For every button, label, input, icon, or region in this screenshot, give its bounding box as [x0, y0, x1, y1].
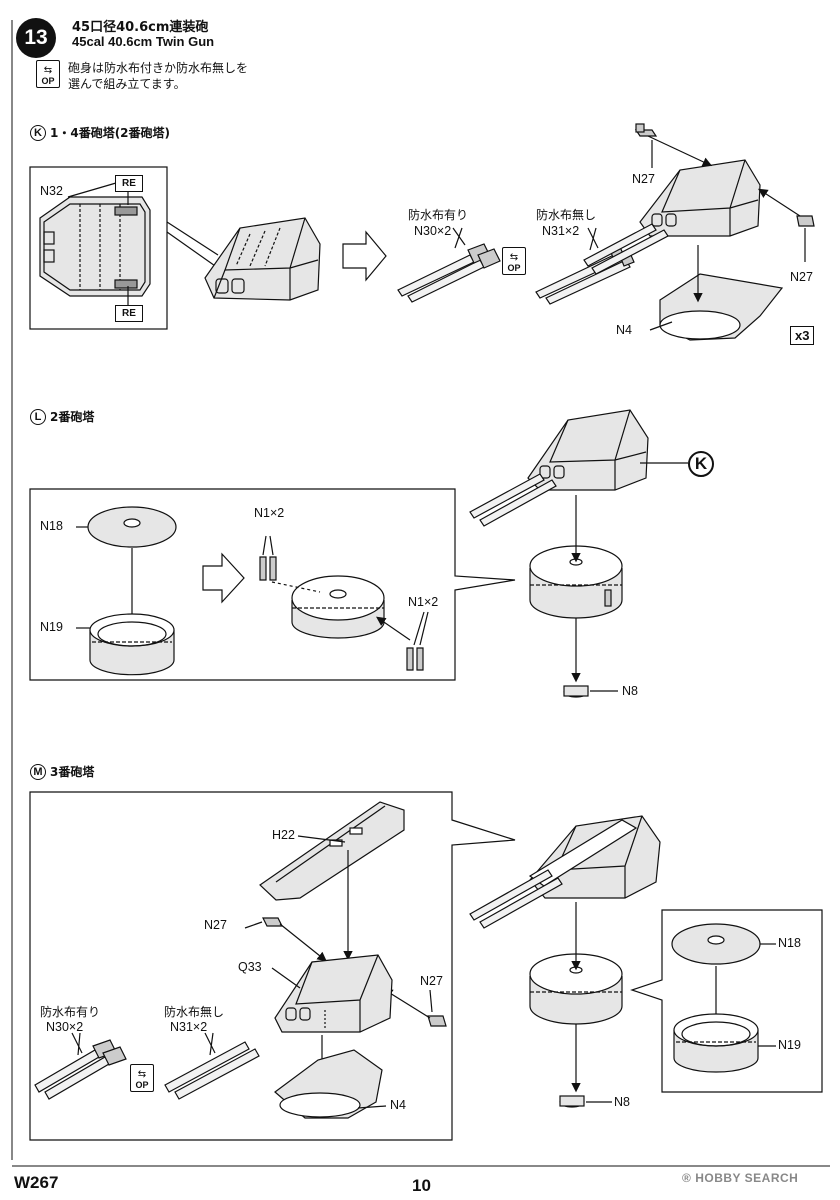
- label-m-n27-right: N27: [420, 974, 443, 988]
- q33-turret-shell-part: [274, 954, 393, 1033]
- re-badge-bottom: RE: [115, 305, 143, 322]
- label-n32: N32: [40, 184, 63, 198]
- m-right-barbette: [529, 953, 623, 1025]
- re-badge-top: RE: [115, 175, 143, 192]
- m-n19-ring: [673, 1013, 759, 1073]
- m-n30-barrels: [34, 1039, 127, 1100]
- step-number-badge: 13: [16, 18, 56, 58]
- n19-ring-part: [89, 613, 175, 676]
- h22-part: [259, 801, 405, 901]
- step-title-jp: 45口径40.6cm連装砲: [72, 20, 209, 35]
- option-icon: ⇆ OP: [36, 60, 60, 88]
- k-turret-shell-part: [204, 217, 321, 301]
- m-n27-top-part: [262, 917, 283, 927]
- section-l-heading: L 2番砲塔: [30, 408, 94, 425]
- label-m-n31: N31×2: [170, 1020, 208, 1034]
- label-m-n18: N18: [778, 936, 801, 950]
- watermark-logo: ® HOBBY SEARCH: [682, 1171, 799, 1185]
- m-detail-box: [29, 791, 516, 1141]
- label-k-n27-right: N27: [790, 270, 813, 284]
- label-m-n8: N8: [614, 1095, 630, 1109]
- swap-arrows-icon: ⇆: [137, 1069, 147, 1080]
- page-number: 10: [412, 1176, 431, 1195]
- assembly-note: 砲身は防水布付きか防水布無しを 選んで組み立てます。: [68, 61, 249, 91]
- m-n27-bottom-part: [427, 1015, 447, 1027]
- label-m-n30: N30×2: [46, 1020, 84, 1034]
- label-m-q33: Q33: [238, 960, 262, 974]
- label-n31: N31×2: [542, 224, 580, 238]
- n30-barrels-with-canvas: [397, 243, 501, 303]
- product-code: W267: [14, 1173, 59, 1192]
- n1-ladder-parts-bottom: [406, 611, 429, 671]
- n32-top-view-part: [39, 182, 151, 305]
- label-m-n19: N19: [778, 1038, 801, 1052]
- quantity-badge: x3: [790, 326, 815, 345]
- watermark-logo-icon: ®: [682, 1171, 692, 1185]
- k-assembled-turret: [583, 123, 815, 341]
- label-m-h22: H22: [272, 828, 295, 842]
- m-n31-barrels: [164, 1041, 260, 1100]
- k-detail-box: [29, 166, 168, 330]
- l-turret-top: [469, 409, 688, 527]
- label-l-n8: N8: [622, 684, 638, 698]
- label-m-cover-without: 防水布無し: [164, 1005, 225, 1019]
- l-detail-box: [29, 488, 516, 681]
- l-assembled-ring: [271, 575, 411, 641]
- label-cover-without: 防水布無し: [536, 208, 597, 222]
- l-right-barbette: [529, 545, 623, 619]
- label-k-n27-top: N27: [632, 172, 655, 186]
- m-n4-base-plate: [274, 1049, 383, 1119]
- m-turret-right: [469, 815, 661, 929]
- label-cover-with: 防水布有り: [408, 208, 469, 222]
- label-m-n4: N4: [390, 1098, 406, 1112]
- label-l-n1-top: N1×2: [254, 506, 285, 520]
- label-m-cover-with: 防水布有り: [40, 1005, 101, 1019]
- label-m-n27-left: N27: [204, 918, 227, 932]
- section-m-heading: M 3番砲塔: [30, 763, 94, 780]
- k-option-icon: ⇆ OP: [502, 247, 526, 275]
- step-title-en: 45cal 40.6cm Twin Gun: [72, 34, 215, 49]
- k-step-arrow: [342, 230, 387, 282]
- label-l-n19: N19: [40, 620, 63, 634]
- swap-arrows-icon: ⇆: [43, 65, 53, 76]
- n1-ladder-parts-top: [259, 535, 277, 581]
- section-k-heading: K 1・4番砲塔(2番砲塔): [30, 124, 170, 141]
- swap-arrows-icon: ⇆: [509, 252, 519, 263]
- label-k-n4: N4: [616, 323, 632, 337]
- l-step-arrow: [202, 552, 245, 604]
- label-n30: N30×2: [414, 224, 452, 238]
- ref-k-badge: K: [688, 451, 714, 477]
- label-l-n18: N18: [40, 519, 63, 533]
- m-option-icon: ⇆ OP: [130, 1064, 154, 1092]
- m-right-detail-box: [630, 909, 823, 1093]
- label-l-n1-bottom: N1×2: [408, 595, 439, 609]
